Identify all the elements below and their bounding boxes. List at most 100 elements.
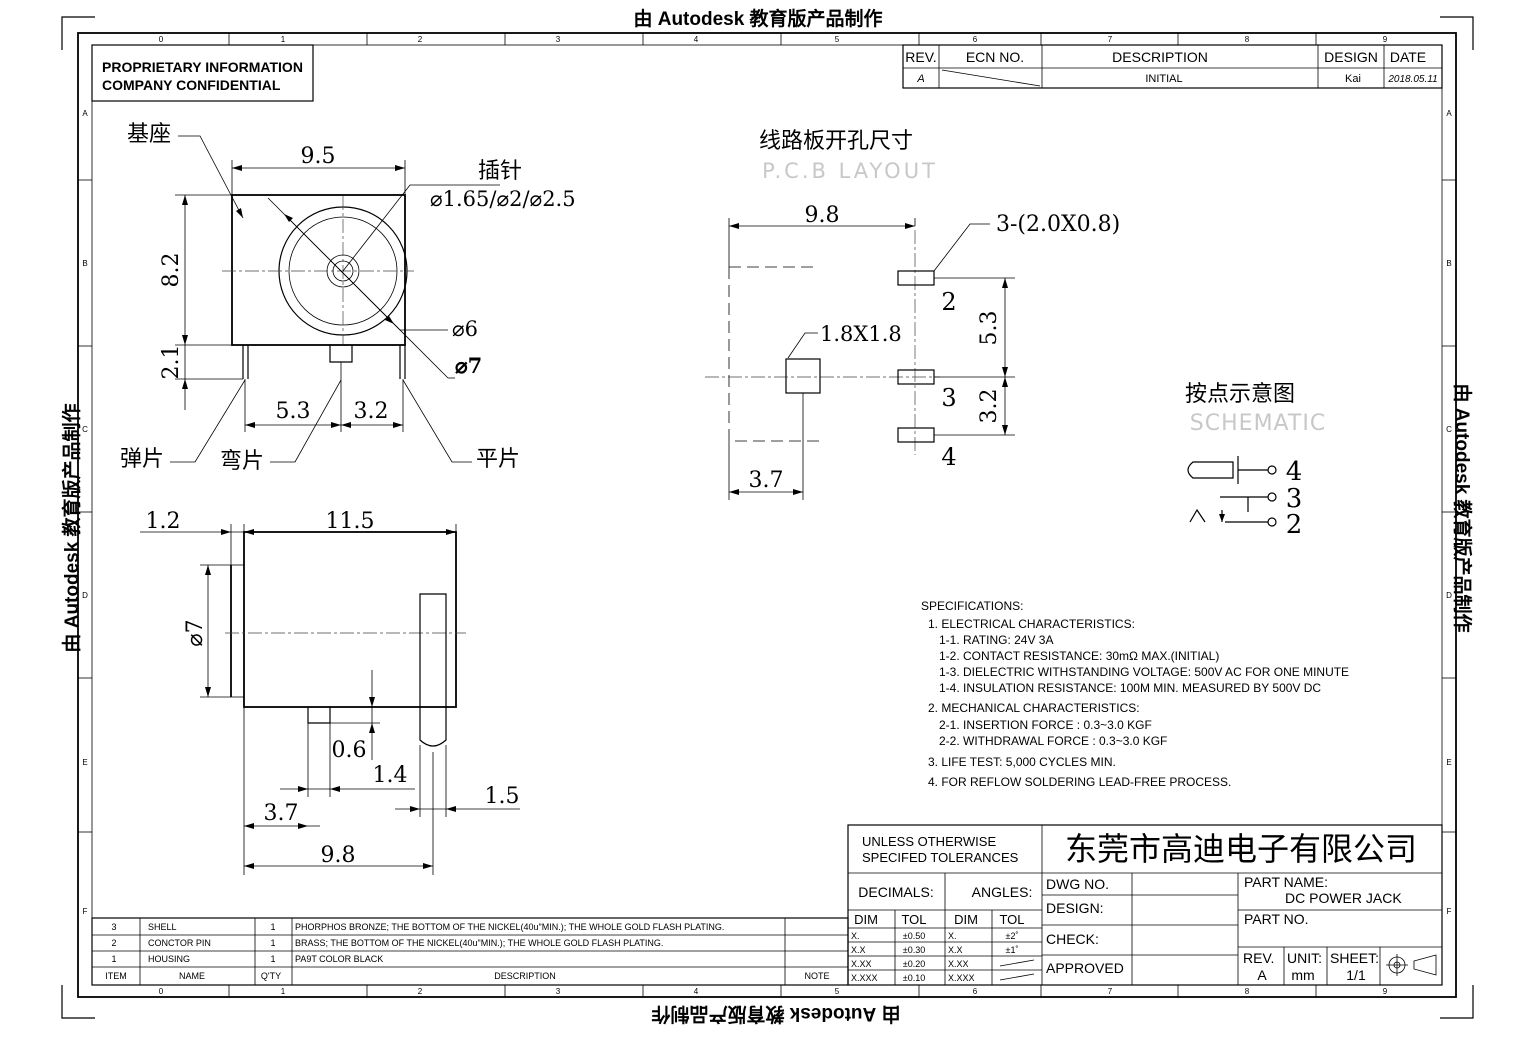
approved-label: APPROVED xyxy=(1046,960,1124,976)
zone-col-top: 2 xyxy=(418,35,423,44)
side-view: 1.2 11.5 ⌀7 0.6 1.4 1.5 3.7 9.8 xyxy=(140,509,520,875)
dim-front-height: 8.2 xyxy=(159,253,184,288)
pcb-title-en: P.C.B LAYOUT xyxy=(762,159,938,183)
tolerance-title-1: UNLESS OTHERWISE xyxy=(862,834,996,849)
bom-row-description: PA9T COLOR BLACK xyxy=(295,954,383,964)
tolerance-decimal-tol: ±0.10 xyxy=(903,973,925,983)
schematic-title-en: SCHEMATIC xyxy=(1190,411,1326,436)
tolerance-angle-dim: X.X xyxy=(948,945,963,955)
bom-row-item: 3 xyxy=(111,922,116,932)
tolerance-dim-header: DIM xyxy=(854,912,878,927)
spec-line: 1. ELECTRICAL CHARACTERISTICS: xyxy=(928,617,1135,631)
tolerance-decimal-dim: X.XXX xyxy=(851,973,878,983)
outer-border xyxy=(77,32,1457,998)
dim-side-dia7: ⌀7 xyxy=(183,619,208,646)
rev-value: A xyxy=(1257,967,1267,983)
rev-header-ecn: ECN NO. xyxy=(966,49,1024,65)
title-block: 东莞市高迪电子有限公司 DWG NO. DESIGN: CHECK: APPRO… xyxy=(1042,831,1442,985)
zone-row-right: A xyxy=(1446,109,1452,118)
rev-row-rev: A xyxy=(916,73,924,85)
bom-row-description: BRASS; THE BOTTOM OF THE NICKEL(40u"MIN.… xyxy=(295,938,663,948)
tolerance-angle-dim: X. xyxy=(948,931,957,941)
watermark-top: 由 Autodesk 教育版产品制作 xyxy=(633,7,882,30)
part-no-label: PART NO. xyxy=(1244,911,1309,927)
dim-front-dia6: ⌀6 xyxy=(452,317,478,341)
spec-line: 2. MECHANICAL CHARACTERISTICS: xyxy=(928,701,1140,715)
projection-symbol-icon xyxy=(1386,954,1437,976)
rev-row-date: 2018.05.11 xyxy=(1387,74,1437,85)
bom-row-qty: 1 xyxy=(270,938,275,948)
watermark-bottom: 由 Autodesk 教育版产品制作 xyxy=(651,1003,900,1026)
bom-row-item: 2 xyxy=(111,938,116,948)
zone-labels: 0 1 2 3 4 5 6 7 8 9 0 1 2 3 4 5 6 7 8 9 … xyxy=(82,35,1452,996)
spec-line: 2-2. WITHDRAWAL FORCE : 0.3~3.0 KGF xyxy=(939,734,1167,748)
tolerance-title-2: SPECIFED TOLERANCES xyxy=(862,850,1019,865)
dim-side-1-2: 1.2 xyxy=(146,509,181,534)
dim-front-dia7: ⌀7 xyxy=(455,353,482,378)
schematic-title-cn: 按点示意图 xyxy=(1185,381,1295,406)
bom-row-item: 1 xyxy=(111,954,116,964)
dim-front-leg: 2.1 xyxy=(159,345,184,380)
revision-table: REV. ECN NO. DESCRIPTION DESIGN DATE A I… xyxy=(902,44,1443,89)
tolerance-dim-header: DIM xyxy=(954,912,978,927)
rev-header-design: DESIGN xyxy=(1324,49,1378,65)
bom-header-qty: Q'TY xyxy=(261,971,281,981)
part-name-label: PART NAME: xyxy=(1244,874,1328,890)
zone-col-top: 5 xyxy=(835,35,840,44)
bom-row-name: CONCTOR PIN xyxy=(148,938,211,948)
zone-col-top: 8 xyxy=(1245,35,1250,44)
bom-row-description: PHORPHOS BRONZE; THE BOTTOM OF THE NICKE… xyxy=(295,922,724,932)
dwg-no-label: DWG NO. xyxy=(1046,876,1109,892)
tolerance-decimals-label: DECIMALS: xyxy=(858,884,933,900)
zone-col-bottom: 2 xyxy=(418,987,423,996)
pcb-pin-2: 2 xyxy=(941,288,956,316)
zone-col-top: 0 xyxy=(159,35,164,44)
zone-col-top: 1 xyxy=(281,35,286,44)
rev-label: REV. xyxy=(1243,950,1274,966)
bom-row-name: HOUSING xyxy=(148,954,190,964)
tolerance-decimal-tol: ±0.20 xyxy=(903,959,925,969)
zone-row-right: B xyxy=(1446,259,1451,268)
zone-row-left: D xyxy=(82,591,88,600)
dim-side-3-7: 3.7 xyxy=(264,801,299,826)
proprietary-line-1: PROPRIETARY INFORMATION xyxy=(102,59,303,75)
bom-header-item: ITEM xyxy=(105,971,127,981)
spec-line: 1-3. DIELECTRIC WITHSTANDING VOLTAGE: 50… xyxy=(939,665,1349,679)
dim-pcb-3-2: 3.2 xyxy=(977,389,1002,424)
zone-col-bottom: 4 xyxy=(694,987,699,996)
tolerance-tol-header: TOL xyxy=(901,912,926,927)
corner-mark-bl xyxy=(61,985,95,1019)
bom-header-description: DESCRIPTION xyxy=(494,971,556,981)
zone-col-bottom: 5 xyxy=(835,987,840,996)
dim-pcb-5-3: 5.3 xyxy=(977,311,1002,346)
zone-col-bottom: 1 xyxy=(281,987,286,996)
bom-header-note: NOTE xyxy=(804,971,829,981)
proprietary-line-2: COMPANY CONFIDENTIAL xyxy=(102,77,281,93)
rev-header-description: DESCRIPTION xyxy=(1112,49,1208,65)
unit-label: UNIT: xyxy=(1287,950,1322,966)
proprietary-box xyxy=(91,44,314,102)
label-bent: 弯片 xyxy=(220,448,264,473)
label-base: 基座 xyxy=(127,121,171,146)
zone-row-right: C xyxy=(1446,425,1452,434)
zone-row-left: B xyxy=(82,259,87,268)
corner-mark-tr xyxy=(1440,16,1474,50)
spec-line: 2-1. INSERTION FORCE : 0.3~3.0 KGF xyxy=(939,718,1152,732)
tolerance-block: UNLESS OTHERWISE SPECIFED TOLERANCES DEC… xyxy=(847,824,1443,986)
dim-pin-diameter: ⌀1.65/⌀2/⌀2.5 xyxy=(430,187,576,211)
zone-col-bottom: 3 xyxy=(556,987,561,996)
schematic-pin-3: 3 xyxy=(1286,484,1303,514)
zone-col-bottom: 6 xyxy=(973,987,978,996)
watermark-right: 由 Autodesk 教育版产品制作 xyxy=(1451,383,1474,632)
spec-line: 1-2. CONTACT RESISTANCE: 30mΩ MAX.(INITI… xyxy=(939,649,1219,663)
zone-col-bottom: 0 xyxy=(159,987,164,996)
tolerance-tol-header: TOL xyxy=(999,912,1024,927)
zone-col-bottom: 7 xyxy=(1108,987,1113,996)
tolerance-decimal-dim: X.X xyxy=(851,945,866,955)
spec-line: 3. LIFE TEST: 5,000 CYCLES MIN. xyxy=(928,755,1116,769)
zone-row-left: A xyxy=(82,109,88,118)
zone-col-top: 6 xyxy=(973,35,978,44)
spec-line: 1-4. INSULATION RESISTANCE: 100M MIN. ME… xyxy=(939,681,1321,695)
dim-side-1-4: 1.4 xyxy=(373,763,408,788)
